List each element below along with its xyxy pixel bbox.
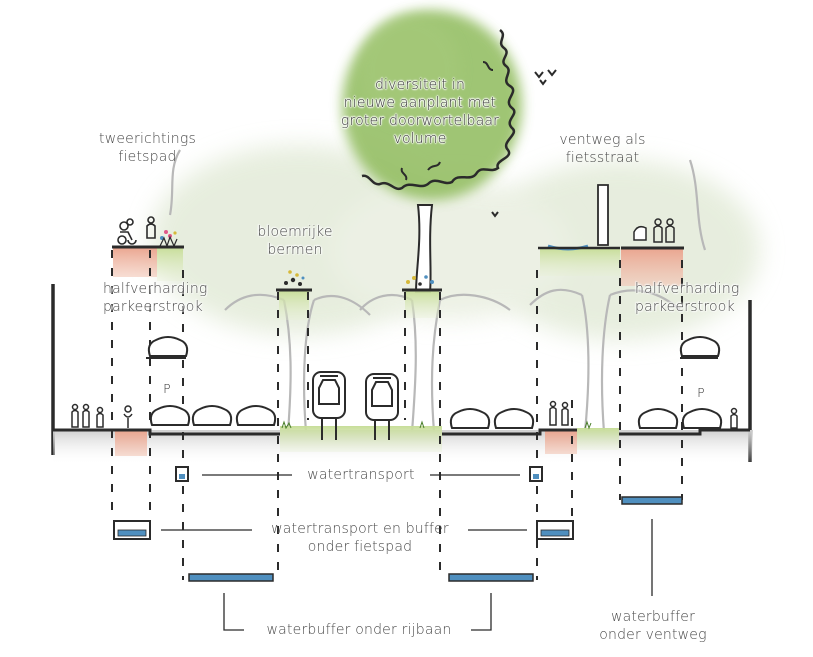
label-line: parkeerstrook <box>103 299 203 315</box>
label-line: fietspad <box>118 149 177 165</box>
leader-lines <box>161 474 653 631</box>
tram-icon <box>312 371 346 419</box>
label-flowery-verges: bloemrijke bermen <box>240 223 350 259</box>
cycle-path-verge-block <box>157 247 183 281</box>
roadway-buffer-left <box>188 573 274 582</box>
service-road-green-block <box>540 248 620 276</box>
left-semi-paving-ground <box>115 430 147 456</box>
label-tree-diversity: diversiteit in nieuwe aanplant met grote… <box>320 76 520 148</box>
ground-section <box>53 420 753 465</box>
pedestrians-ground <box>71 400 738 429</box>
birds <box>491 69 557 218</box>
water-buffer-box-right <box>536 520 574 540</box>
label-line: watertransport en buffer <box>271 521 449 537</box>
tree-pit-flowers <box>406 275 434 286</box>
verge-plants <box>284 270 305 286</box>
label-line: tweerichtings <box>99 131 196 147</box>
top-insets <box>112 216 684 320</box>
flowery-verge-block <box>279 290 309 320</box>
cars <box>147 336 723 429</box>
background-tree-trunks <box>168 149 707 433</box>
bench-icon <box>633 225 647 241</box>
service-road-semi-paving-block <box>621 248 683 286</box>
label-semi-paved-parking-left: halfverharding parkeerstrook <box>103 280 233 316</box>
car-icon <box>149 405 191 426</box>
label-line: parkeerstrook <box>635 299 735 315</box>
car-icon <box>637 408 679 429</box>
pedestrians-right <box>633 218 675 243</box>
water-transport-pipe-right <box>529 466 543 482</box>
label-line: onder ventweg <box>599 627 707 643</box>
car-icon <box>493 408 535 429</box>
service-road-buffer <box>621 496 683 505</box>
label-two-way-cycle-path: tweerichtings fietspad <box>85 130 210 166</box>
car-icon-elevated <box>147 336 189 357</box>
label-semi-paved-parking-right: halfverharding parkeerstrook <box>635 280 765 316</box>
flowers-left <box>159 230 178 248</box>
soft-canopy-mid <box>330 180 570 320</box>
main-tree-trunk <box>414 204 434 293</box>
label-buffer-under-service-road: waterbuffer onder ventweg <box>583 608 723 644</box>
main-tree <box>342 10 557 293</box>
car-icon <box>235 405 277 426</box>
label-buffer-under-roadway: waterbuffer onder rijbaan <box>266 622 452 638</box>
water-infrastructure <box>113 466 683 582</box>
label-line: groter doorwortelbaar <box>340 113 500 129</box>
water-transport-pipe-left <box>175 466 189 482</box>
roadway-buffer-right <box>448 573 534 582</box>
parking-sign-left: P <box>163 382 171 396</box>
label-line: fietsstraat <box>565 150 640 166</box>
tram-icon <box>365 373 399 421</box>
water-buffer-box-left <box>113 520 151 540</box>
label-service-road: ventweg als fietsstraat <box>545 131 660 167</box>
label-line: waterbuffer <box>610 609 696 625</box>
trams <box>312 371 399 440</box>
right-verge-ground <box>577 428 619 450</box>
cyclist-pedestrian-icons <box>117 216 156 245</box>
label-line: halfverharding <box>635 281 740 297</box>
car-icon-elevated <box>679 336 721 357</box>
label-water-transport-buffer: watertransport en buffer onder fietspad <box>255 520 465 556</box>
tree-pit-block <box>405 290 439 318</box>
label-line: nieuwe aanplant met <box>343 95 497 111</box>
tram-verge-ground <box>280 426 442 452</box>
main-tree-canopy-outline <box>361 29 516 191</box>
label-water-transport: watertransport <box>307 467 415 483</box>
label-line: bloemrijke <box>257 224 333 240</box>
birch-trunk <box>597 184 609 246</box>
label-line: volume <box>393 131 447 147</box>
label-line: ventweg als <box>559 132 646 148</box>
car-icon <box>681 408 723 429</box>
parking-sign-right: P <box>697 386 705 400</box>
car-icon <box>449 408 491 429</box>
label-line: onder fietspad <box>307 539 413 555</box>
car-icon <box>191 405 233 426</box>
label-line: halfverharding <box>103 281 208 297</box>
label-line: bermen <box>267 242 323 258</box>
label-line: diversiteit in <box>374 77 466 93</box>
